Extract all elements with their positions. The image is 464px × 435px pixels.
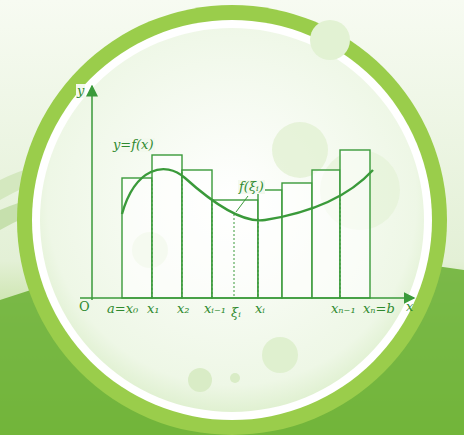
axis-label: ξᵢ	[230, 306, 242, 320]
axis-label: x₁	[146, 302, 161, 316]
axis-label: y=f(x)	[112, 138, 155, 152]
axis-label: f(ξᵢ)	[238, 180, 265, 194]
axis-label: O	[78, 300, 91, 314]
axis-label: xᵢ	[254, 302, 266, 316]
axis-label: xₙ=b	[362, 302, 396, 316]
axis-label: a=x₀	[106, 302, 139, 316]
axis-label: xₙ₋₁	[330, 302, 357, 316]
axis-label: x	[405, 300, 414, 314]
axis-label: xᵢ₋₁	[203, 302, 227, 316]
axis-label: y	[76, 84, 85, 98]
axis-label: x₂	[176, 302, 191, 316]
